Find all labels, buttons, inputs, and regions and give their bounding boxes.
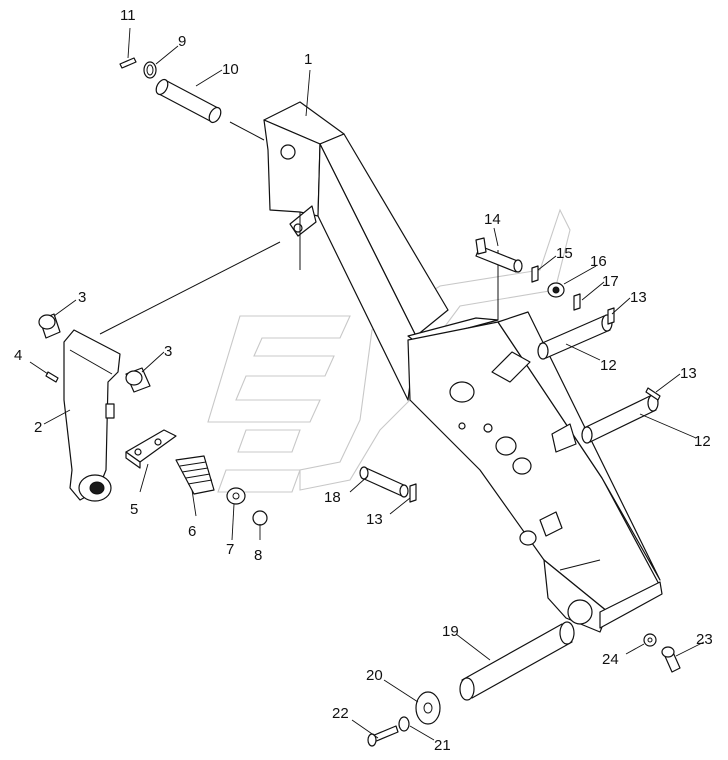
link-arm-part-2 [63, 329, 121, 502]
assembly-line-link [99, 241, 281, 335]
callout-3a: 3 [78, 289, 86, 306]
callout-15: 15 [556, 245, 573, 262]
boom-arm [263, 101, 663, 633]
bushing-part-3b [125, 367, 151, 393]
clip-part-13c [409, 483, 417, 503]
bolt-part-23 [661, 646, 681, 673]
callout-8: 8 [254, 547, 262, 564]
bolt-part-22 [367, 725, 399, 747]
callout-6: 6 [188, 523, 196, 540]
clip-part-13b [645, 387, 661, 401]
pin-part-18 [359, 466, 409, 498]
callout-12a: 12 [600, 357, 617, 374]
callout-13a: 13 [630, 289, 647, 306]
pin-part-19 [459, 621, 575, 701]
callout-17: 17 [602, 273, 619, 290]
pin-part-12a [537, 314, 613, 360]
callout-5: 5 [130, 501, 138, 518]
bushing-part-3a [38, 313, 61, 339]
callout-20: 20 [366, 667, 383, 684]
washer-part-16 [547, 282, 565, 298]
callout-19: 19 [442, 623, 459, 640]
callout-21: 21 [434, 737, 451, 754]
callout-11: 11 [120, 7, 136, 24]
callout-18: 18 [324, 489, 341, 506]
callout-12b: 12 [694, 433, 711, 450]
pin-part-10 [155, 78, 265, 141]
callout-2: 2 [34, 419, 42, 436]
callout-labels: 1 2 3 3 4 5 6 7 8 9 10 11 12 12 13 13 13… [14, 7, 713, 754]
pin-part-12b [581, 394, 659, 444]
callout-3b: 3 [164, 343, 172, 360]
callout-23: 23 [696, 631, 713, 648]
callout-14: 14 [484, 211, 501, 228]
callout-7: 7 [226, 541, 234, 558]
callout-10: 10 [222, 61, 239, 78]
bracket-part-5 [125, 429, 177, 469]
washer-part-21 [398, 716, 410, 732]
clip-part-13a [607, 307, 615, 325]
callout-13b: 13 [680, 365, 697, 382]
pin-part-4 [45, 371, 59, 383]
callout-16: 16 [590, 253, 607, 270]
pin-part-15 [531, 265, 539, 283]
pin-part-17 [573, 293, 581, 311]
washer-part-20 [415, 691, 441, 725]
washer-part-7 [226, 487, 246, 505]
spring-part-6 [175, 455, 215, 495]
clip-part-11 [119, 57, 137, 69]
callout-4: 4 [14, 347, 22, 364]
callout-9: 9 [178, 33, 186, 50]
callout-22: 22 [332, 705, 349, 722]
pin-part-14 [475, 237, 523, 273]
callout-13c: 13 [366, 511, 383, 528]
callout-1: 1 [304, 51, 312, 68]
nut-part-8 [252, 510, 268, 526]
callout-24: 24 [602, 651, 619, 668]
ring-part-9 [143, 61, 157, 79]
leader-lines [29, 27, 705, 741]
washer-part-24 [643, 633, 657, 647]
